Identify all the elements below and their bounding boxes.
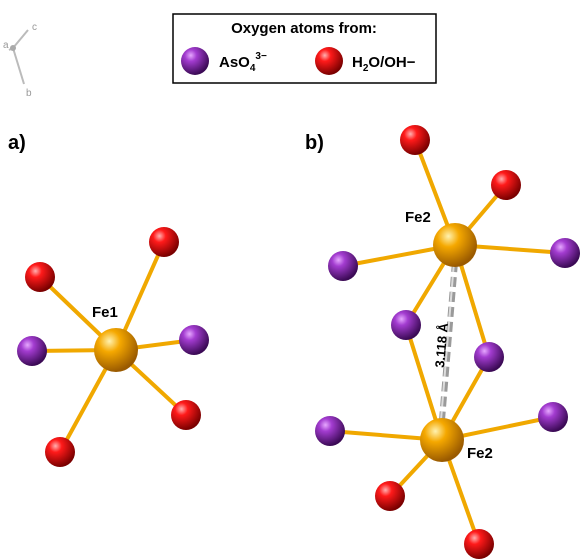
legend-water-swatch (315, 47, 343, 75)
panel-b-oxygen-arsenate-bridge (474, 342, 504, 372)
fe1-label: Fe1 (92, 304, 118, 321)
panel-b-dimer: Fe2 Fe2 3.118 Å (315, 125, 580, 559)
panel-b-label: b) (305, 132, 324, 154)
panel-b-oxygen-water (400, 125, 430, 155)
panel-b-oxygen-water (464, 529, 494, 559)
axis-label-c: c (32, 22, 37, 33)
panel-a-label: a) (8, 132, 26, 154)
legend-title: Oxygen atoms from: (231, 20, 377, 37)
legend-arsenate-swatch (181, 47, 209, 75)
fe-fe-distance-label: 3.118 Å (432, 322, 451, 369)
panel-b-oxygen-arsenate (538, 402, 568, 432)
panel-b-oxygen-arsenate (328, 251, 358, 281)
panel-a-octahedron: Fe1 (17, 227, 209, 467)
panel-b-iron-top (433, 223, 477, 267)
panel-a-oxygen-water (171, 400, 201, 430)
panel-a-oxygen-arsenate (17, 336, 47, 366)
legend-frame (172, 13, 437, 84)
panel-b-oxygen-arsenate (315, 416, 345, 446)
legend: Oxygen atoms from: AsO43− H2O/OH− (172, 13, 437, 84)
axis-label-b: b (26, 88, 32, 99)
legend-water-label: H2O/OH− (352, 54, 416, 74)
panel-a-oxygen-water (45, 437, 75, 467)
panel-b-oxygen-arsenate (550, 238, 580, 268)
panel-b-oxygen-water (491, 170, 521, 200)
axis-indicator: c a b (3, 22, 37, 99)
panel-a-oxygen-water (25, 262, 55, 292)
fe2-top-label: Fe2 (405, 209, 431, 226)
panel-a-oxygen-water (149, 227, 179, 257)
panel-b-oxygen-water (375, 481, 405, 511)
panel-a-iron-atom (94, 328, 138, 372)
fe2-bottom-label: Fe2 (467, 445, 493, 462)
panel-a-oxygen-arsenate (179, 325, 209, 355)
axis-label-a: a (3, 40, 9, 51)
legend-arsenate-label: AsO43− (219, 51, 267, 74)
panel-b-oxygen-arsenate-bridge (391, 310, 421, 340)
panel-b-iron-bottom (420, 418, 464, 462)
